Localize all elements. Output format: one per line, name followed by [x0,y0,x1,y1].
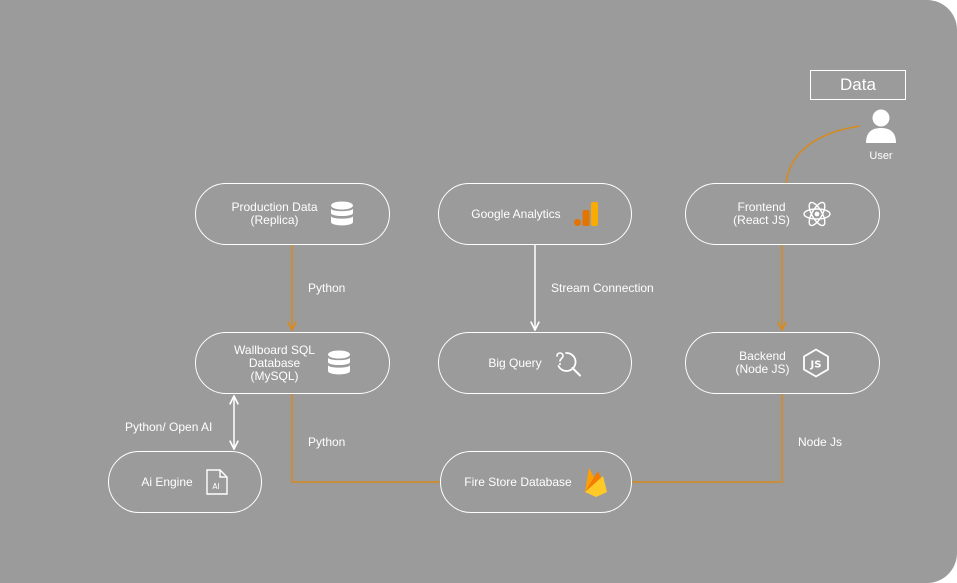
node-google-analytics[interactable]: Google Analytics [438,183,632,245]
edge-label-stream-connection: Stream Connection [551,281,654,295]
node-backend-line1: Backend [739,349,786,363]
react-icon [802,200,832,228]
node-backend[interactable]: Backend (Node JS) JS [685,332,880,394]
node-wallboard-line2: Database [248,355,301,370]
google-analytics-icon [573,201,599,227]
database-icon [330,201,354,227]
edge-user-to-frontend [785,125,861,184]
svg-text:JS: JS [809,360,821,371]
node-wallboard-sql[interactable]: Wallboard SQL Database (MySQL) [195,332,390,394]
firebase-icon [584,466,608,498]
node-frontend[interactable]: Frontend (React JS) [685,183,880,245]
edge-label-python-top: Python [308,281,346,295]
database-icon [327,350,351,376]
edge-label-python-openai: Python/ Open AI [125,420,213,434]
node-wallboard-line1: Wallboard SQL [234,342,315,357]
ai-file-icon-text: AI [212,482,219,491]
user-label: User [869,150,893,162]
node-production-line1: Production Data [231,200,318,214]
edge-backend-to-firestore [632,394,783,483]
user-actor[interactable]: User [860,108,902,162]
big-query-icon [554,349,582,377]
user-icon [866,109,896,143]
node-ai-engine[interactable]: Ai Engine AI [108,451,262,513]
node-big-query[interactable]: Big Query [438,332,632,394]
nodejs-icon: JS [802,348,830,378]
node-production-line2: (Replica) [250,213,299,227]
node-analytics-line1: Google Analytics [471,206,561,221]
edge-wallboard-to-firestore [291,394,440,483]
node-bigquery-line1: Big Query [488,355,542,370]
data-title-box: Data [810,70,906,100]
node-firestore[interactable]: Fire Store Database [440,451,632,513]
edge-label-python-bottom: Python [308,435,346,449]
node-frontend-line2: (React JS) [733,213,790,227]
node-frontend-line1: Frontend [737,200,786,214]
node-production-data[interactable]: Production Data (Replica) [195,183,390,245]
node-backend-line2: (Node JS) [735,362,790,376]
node-ai-engine-line1: Ai Engine [141,474,193,489]
node-firestore-line1: Fire Store Database [464,474,572,489]
ai-file-icon: AI [205,468,229,496]
node-wallboard-line3: (MySQL) [250,368,299,383]
edge-label-node-js: Node Js [798,435,843,449]
